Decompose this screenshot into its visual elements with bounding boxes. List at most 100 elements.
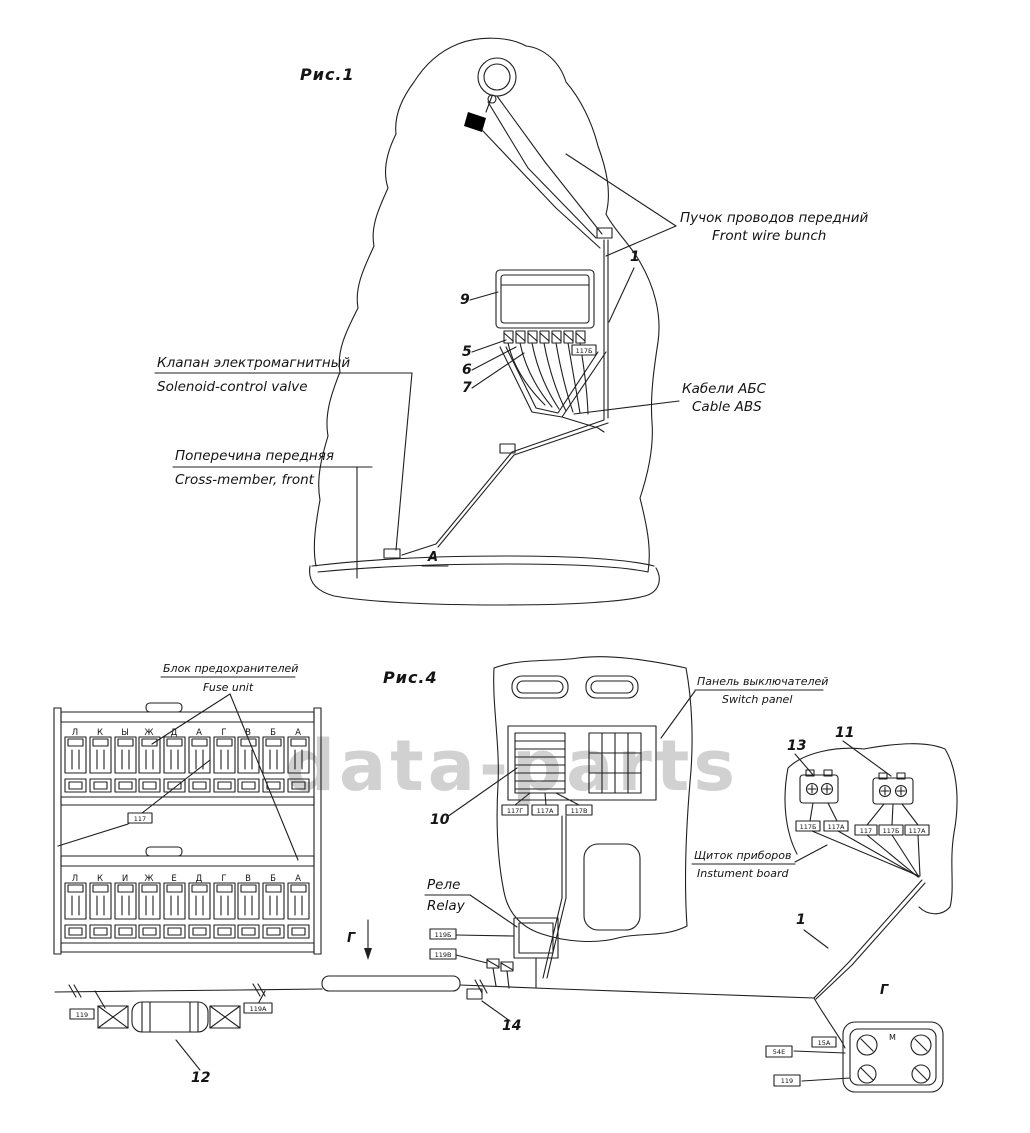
lamp-assembly — [464, 57, 517, 132]
tag-117b-c13: 117Б — [795, 820, 821, 832]
harness-sleeve — [321, 975, 461, 992]
label-ru: Панель выключателей — [697, 675, 828, 688]
fuse-letter: Ж — [144, 728, 153, 738]
control-unit — [495, 269, 595, 329]
watermark-text: data-parts — [285, 725, 739, 807]
solenoid-valve — [383, 548, 401, 559]
label-en: Switch panel — [722, 693, 792, 706]
watermark-band — [312, 330, 690, 382]
tag-119v-relay: 119В — [429, 948, 457, 960]
tag-15a: 15А — [811, 1036, 837, 1048]
fuse-letter: Е — [171, 874, 176, 884]
lamp-bracket — [464, 112, 486, 132]
tag-117b-fig1: 117Б — [571, 344, 597, 356]
tag-label: 117В — [571, 807, 588, 815]
label-fuse-unit: Блок предохранителей Fuse unit — [151, 662, 299, 861]
label-front-wire-bunch: Пучок проводов передний Front wire bunch — [565, 153, 868, 257]
fuse-letter: Д — [196, 874, 203, 884]
tag-label: 119Б — [435, 931, 452, 939]
callout-11: 11 — [835, 725, 854, 741]
tag-117g: 117Г — [501, 804, 529, 816]
label-en: Solenoid-control valve — [157, 379, 308, 395]
fuse-letter: К — [97, 728, 103, 738]
connector-11 — [872, 772, 914, 805]
tag-label: 119А — [250, 1005, 267, 1013]
label-en: Relay — [427, 898, 466, 914]
tag-54e: 54Е — [765, 1045, 793, 1058]
label-ru: Реле — [427, 877, 460, 893]
fig4-title: Рис.4 — [383, 668, 438, 687]
front-wire-bunch — [401, 95, 613, 556]
tag-117a-c11: 117А — [904, 824, 930, 836]
fuse-letter: Д — [171, 728, 178, 738]
label-solenoid-valve: Клапан электромагнитный Solenoid-control… — [154, 355, 413, 551]
callout-6: 6 — [462, 362, 472, 378]
tag-label: 117 — [134, 815, 146, 823]
tag-117b-c11: 117Б — [878, 824, 904, 836]
tag-label: 117Б — [800, 823, 817, 831]
fuse-letter: Б — [270, 728, 276, 738]
tag-117a-c13: 117А — [823, 820, 849, 832]
tag-label: 119 — [781, 1077, 793, 1085]
callout-1-fig1: 1 — [630, 249, 640, 265]
view-letter-g-right: Г — [880, 983, 889, 998]
fuse-unit: Л К Ы Ж Д А Г В Б А Л К И Ж Е Д Г В Б А — [53, 702, 322, 955]
tag-label: 117Б — [883, 827, 900, 835]
label-instrument-board: Щиток приборов Instument board — [691, 844, 828, 880]
tag-label: 119В — [435, 951, 452, 959]
label-abs-cable: Кабели АБС Cable ABS — [573, 381, 767, 415]
fuse-letter: В — [245, 728, 251, 738]
tag-label: 117А — [828, 823, 845, 831]
tag-label: 117А — [537, 807, 554, 815]
tag-117v-panel: 117В — [565, 804, 593, 816]
fuse-letter: К — [97, 874, 103, 884]
arrow-down — [364, 948, 372, 960]
callout-7: 7 — [462, 380, 472, 396]
cab-outline — [313, 37, 660, 573]
harness-clamp-14 — [466, 988, 483, 1000]
m-label: М — [889, 1033, 896, 1042]
tag-label: 119 — [76, 1011, 88, 1019]
tag-label: 15А — [818, 1039, 831, 1047]
fuse-letter: Ж — [144, 874, 153, 884]
fig1: Рис.1 — [154, 37, 868, 606]
callout-9: 9 — [460, 292, 470, 308]
fuse-letter: В — [245, 874, 251, 884]
label-cross-member: Поперечина передняя Cross-member, front — [172, 448, 373, 579]
label-en: Fuse unit — [203, 681, 254, 694]
label-ru: Блок предохранителей — [163, 662, 298, 675]
label-relay: Реле Relay — [424, 877, 518, 928]
label-en: Cross-member, front — [175, 472, 315, 488]
instrument-board-area — [784, 743, 958, 915]
watermark-logo: data-parts — [285, 330, 739, 807]
wire-clip — [596, 227, 613, 239]
terminal-unit: М — [793, 997, 944, 1093]
fuse-letter: И — [122, 874, 128, 884]
view-letter-g: Г — [347, 931, 356, 946]
front-bumper — [309, 548, 660, 606]
tag-label: 117 — [860, 827, 872, 835]
relay — [455, 917, 559, 989]
fuse-letter: Г — [221, 728, 226, 738]
tag-117a-panel: 117А — [531, 804, 559, 816]
tag-119b-relay: 119Б — [429, 928, 457, 940]
label-ru: Поперечина передняя — [175, 448, 334, 464]
fuse-letter: А — [295, 874, 301, 884]
fuse-letter: Б — [270, 874, 276, 884]
tag-119a-left: 119А — [243, 1002, 273, 1014]
connector-13 — [799, 769, 839, 804]
label-switch-panel: Панель выключателей Switch panel — [660, 675, 828, 739]
callout-12: 12 — [191, 1070, 210, 1086]
label-en: Cable ABS — [692, 399, 762, 415]
wire-clip — [499, 443, 516, 454]
label-ru: Кабели АБС — [682, 381, 767, 397]
tag-119-left: 119 — [69, 1008, 95, 1020]
label-ru: Щиток приборов — [694, 849, 792, 862]
label-ru: Клапан электромагнитный — [157, 355, 350, 371]
fuse-letter: А — [295, 728, 301, 738]
view-letter-a: А — [427, 550, 438, 565]
label-ru: Пучок проводов передний — [680, 210, 868, 226]
fuse-letter: Л — [72, 874, 78, 884]
